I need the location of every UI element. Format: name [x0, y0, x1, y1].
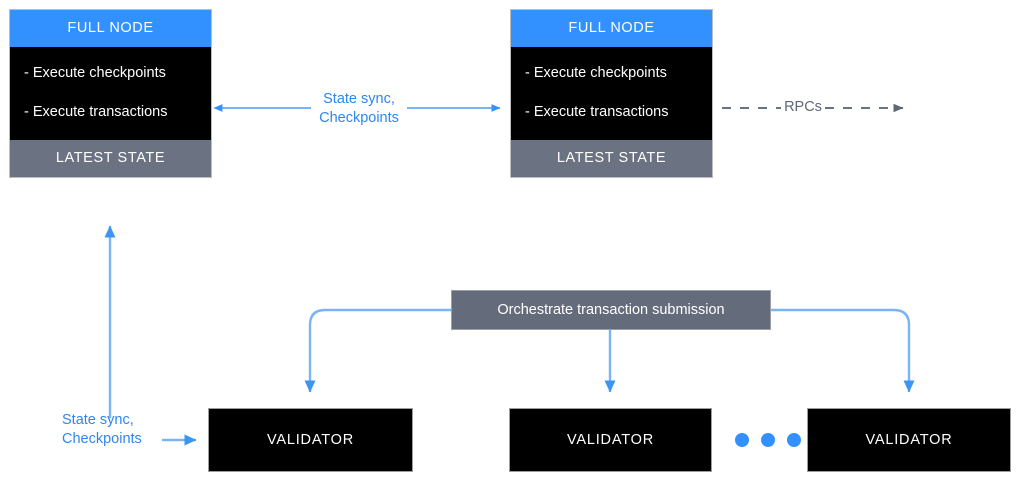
- full-node-right-bullet-2: - Execute transactions: [525, 103, 669, 120]
- full-node-right-bullet-1: - Execute checkpoints: [525, 65, 667, 81]
- full-node-right[interactable]: FULL NODE - Execute checkpoints - Execut…: [511, 10, 712, 178]
- full-node-left-bullet-2: - Execute transactions: [24, 103, 168, 120]
- label-state-sync-fullnodes: State sync, Checkpoints: [319, 91, 399, 126]
- connector-orchestrate-validator-1: [304, 308, 452, 393]
- full-node-left[interactable]: FULL NODE - Execute checkpoints - Execut…: [10, 10, 211, 178]
- connector-orchestrate-validator-3: [770, 308, 915, 393]
- full-node-left-body: - Execute checkpoints - Execute transact…: [10, 47, 211, 141]
- validator-3-label: VALIDATOR: [865, 432, 953, 448]
- validator-2[interactable]: VALIDATOR: [510, 409, 711, 471]
- validator-3[interactable]: VALIDATOR: [808, 409, 1010, 471]
- full-node-right-header: FULL NODE: [511, 10, 712, 47]
- orchestrate-transaction-submission-bar[interactable]: Orchestrate transaction submission: [452, 291, 770, 329]
- full-node-left-header: FULL NODE: [10, 10, 211, 47]
- label-state-sync-validator: State sync, Checkpoints: [62, 412, 142, 447]
- ellipsis-dot-1: [735, 433, 749, 447]
- orchestrate-label: Orchestrate transaction submission: [497, 302, 725, 318]
- full-node-left-latest-state: LATEST STATE: [10, 140, 211, 178]
- validator-2-label: VALIDATOR: [567, 432, 654, 448]
- validator-1[interactable]: VALIDATOR: [209, 409, 412, 471]
- full-node-right-latest-state: LATEST STATE: [511, 140, 712, 178]
- validator-1-label: VALIDATOR: [267, 432, 354, 448]
- full-node-left-bullet-1: - Execute checkpoints: [24, 65, 166, 81]
- ellipsis-dot-2: [761, 433, 775, 447]
- label-rpcs: RPCs: [784, 99, 822, 115]
- full-node-right-body: - Execute checkpoints - Execute transact…: [511, 47, 712, 141]
- ellipsis-dot-3: [787, 433, 801, 447]
- connector-state-sync-validator-fullnode: [104, 225, 197, 446]
- validators-ellipsis: [735, 433, 801, 447]
